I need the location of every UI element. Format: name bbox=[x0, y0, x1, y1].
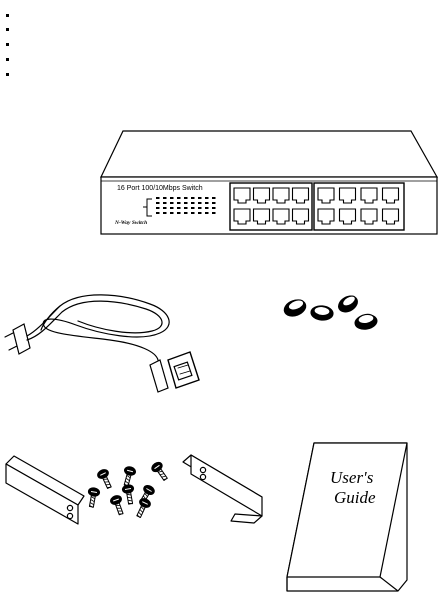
led-dot bbox=[177, 207, 181, 209]
led-dot bbox=[212, 197, 216, 199]
led-dot bbox=[205, 212, 209, 214]
led-dot bbox=[163, 197, 167, 199]
users-guide-illustration: User's Guide bbox=[287, 443, 407, 591]
led-dot bbox=[177, 197, 181, 199]
led-dot bbox=[198, 202, 202, 204]
led-dot bbox=[205, 197, 209, 199]
led-dot bbox=[205, 202, 209, 204]
led-dot bbox=[191, 197, 195, 199]
led-dot bbox=[177, 202, 181, 204]
led-dot bbox=[191, 212, 195, 214]
led-dot bbox=[163, 207, 167, 209]
guide-title-line1: User's bbox=[330, 468, 374, 487]
led-dot bbox=[177, 212, 181, 214]
led-dot bbox=[212, 207, 216, 209]
led-dot bbox=[212, 212, 216, 214]
screw bbox=[86, 487, 100, 508]
switch-brand-label: N-Way Switch bbox=[114, 220, 147, 226]
led-dot bbox=[156, 202, 160, 204]
led-dot bbox=[191, 202, 195, 204]
led-dot bbox=[184, 207, 188, 209]
led-dot bbox=[156, 197, 160, 199]
switch-model-label: 16 Port 100/10Mbps Switch bbox=[117, 185, 203, 192]
led-dot bbox=[205, 207, 209, 209]
rubber-feet-illustration bbox=[282, 293, 378, 331]
led-dot bbox=[170, 207, 174, 209]
screw bbox=[109, 494, 126, 516]
led-dot bbox=[198, 197, 202, 199]
screw bbox=[122, 484, 136, 505]
switch-illustration: 16 Port 100/10Mbps Switch N-Way Switch bbox=[101, 131, 437, 234]
led-dot bbox=[170, 202, 174, 204]
rack-mount-kit-illustration bbox=[6, 455, 262, 524]
led-dot bbox=[184, 202, 188, 204]
led-dot bbox=[191, 207, 195, 209]
led-dot bbox=[198, 207, 202, 209]
led-dot bbox=[163, 212, 167, 214]
led-dot bbox=[170, 197, 174, 199]
led-dot bbox=[163, 202, 167, 204]
guide-title-line2: Guide bbox=[334, 488, 376, 507]
screw bbox=[133, 497, 151, 519]
led-dot bbox=[198, 212, 202, 214]
led-dot bbox=[184, 197, 188, 199]
screw bbox=[150, 461, 170, 483]
screws bbox=[86, 461, 171, 520]
led-dot bbox=[184, 212, 188, 214]
power-cord-illustration bbox=[5, 295, 199, 392]
led-dot bbox=[156, 212, 160, 214]
led-dot bbox=[156, 207, 160, 209]
screw bbox=[96, 468, 114, 490]
led-dot bbox=[170, 212, 174, 214]
led-dot bbox=[212, 202, 216, 204]
screw bbox=[121, 466, 137, 488]
